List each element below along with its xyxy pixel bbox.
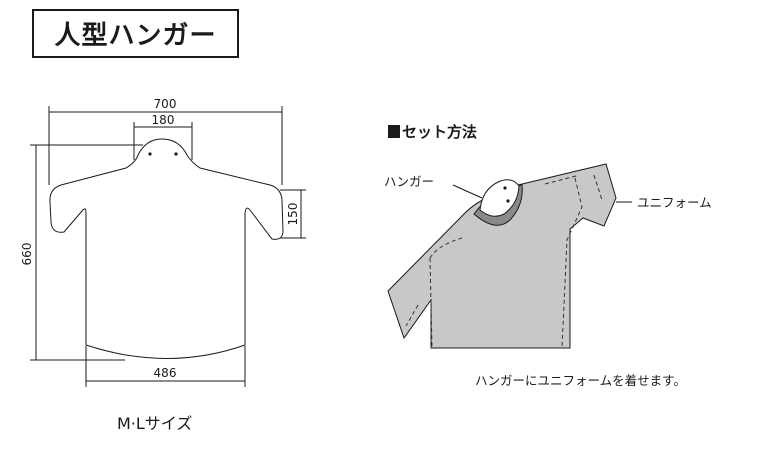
set-method-heading: セット方法	[388, 121, 477, 142]
dim-width-total: 700	[154, 97, 177, 111]
page-title: 人型ハンガー	[32, 9, 239, 58]
label-hanger: ハンガー	[384, 174, 434, 189]
hanger-outline	[49, 138, 284, 359]
dim-neck: 180	[152, 113, 175, 127]
set-method-caption: ハンガーにユニフォームを着せます。	[475, 373, 686, 388]
label-uniform: ユニフォーム	[637, 195, 712, 210]
size-label: M·Lサイズ	[117, 414, 193, 433]
dim-sleeve: 150	[286, 203, 300, 226]
dim-bottom: 486	[154, 366, 177, 380]
hanger-dimension-drawing	[30, 106, 306, 387]
set-method-heading-text: セット方法	[402, 123, 478, 141]
hanger-head	[479, 179, 520, 217]
square-bullet-icon	[388, 125, 400, 138]
dim-height: 660	[20, 243, 34, 266]
uniform-on-hanger-illustration	[387, 163, 632, 349]
